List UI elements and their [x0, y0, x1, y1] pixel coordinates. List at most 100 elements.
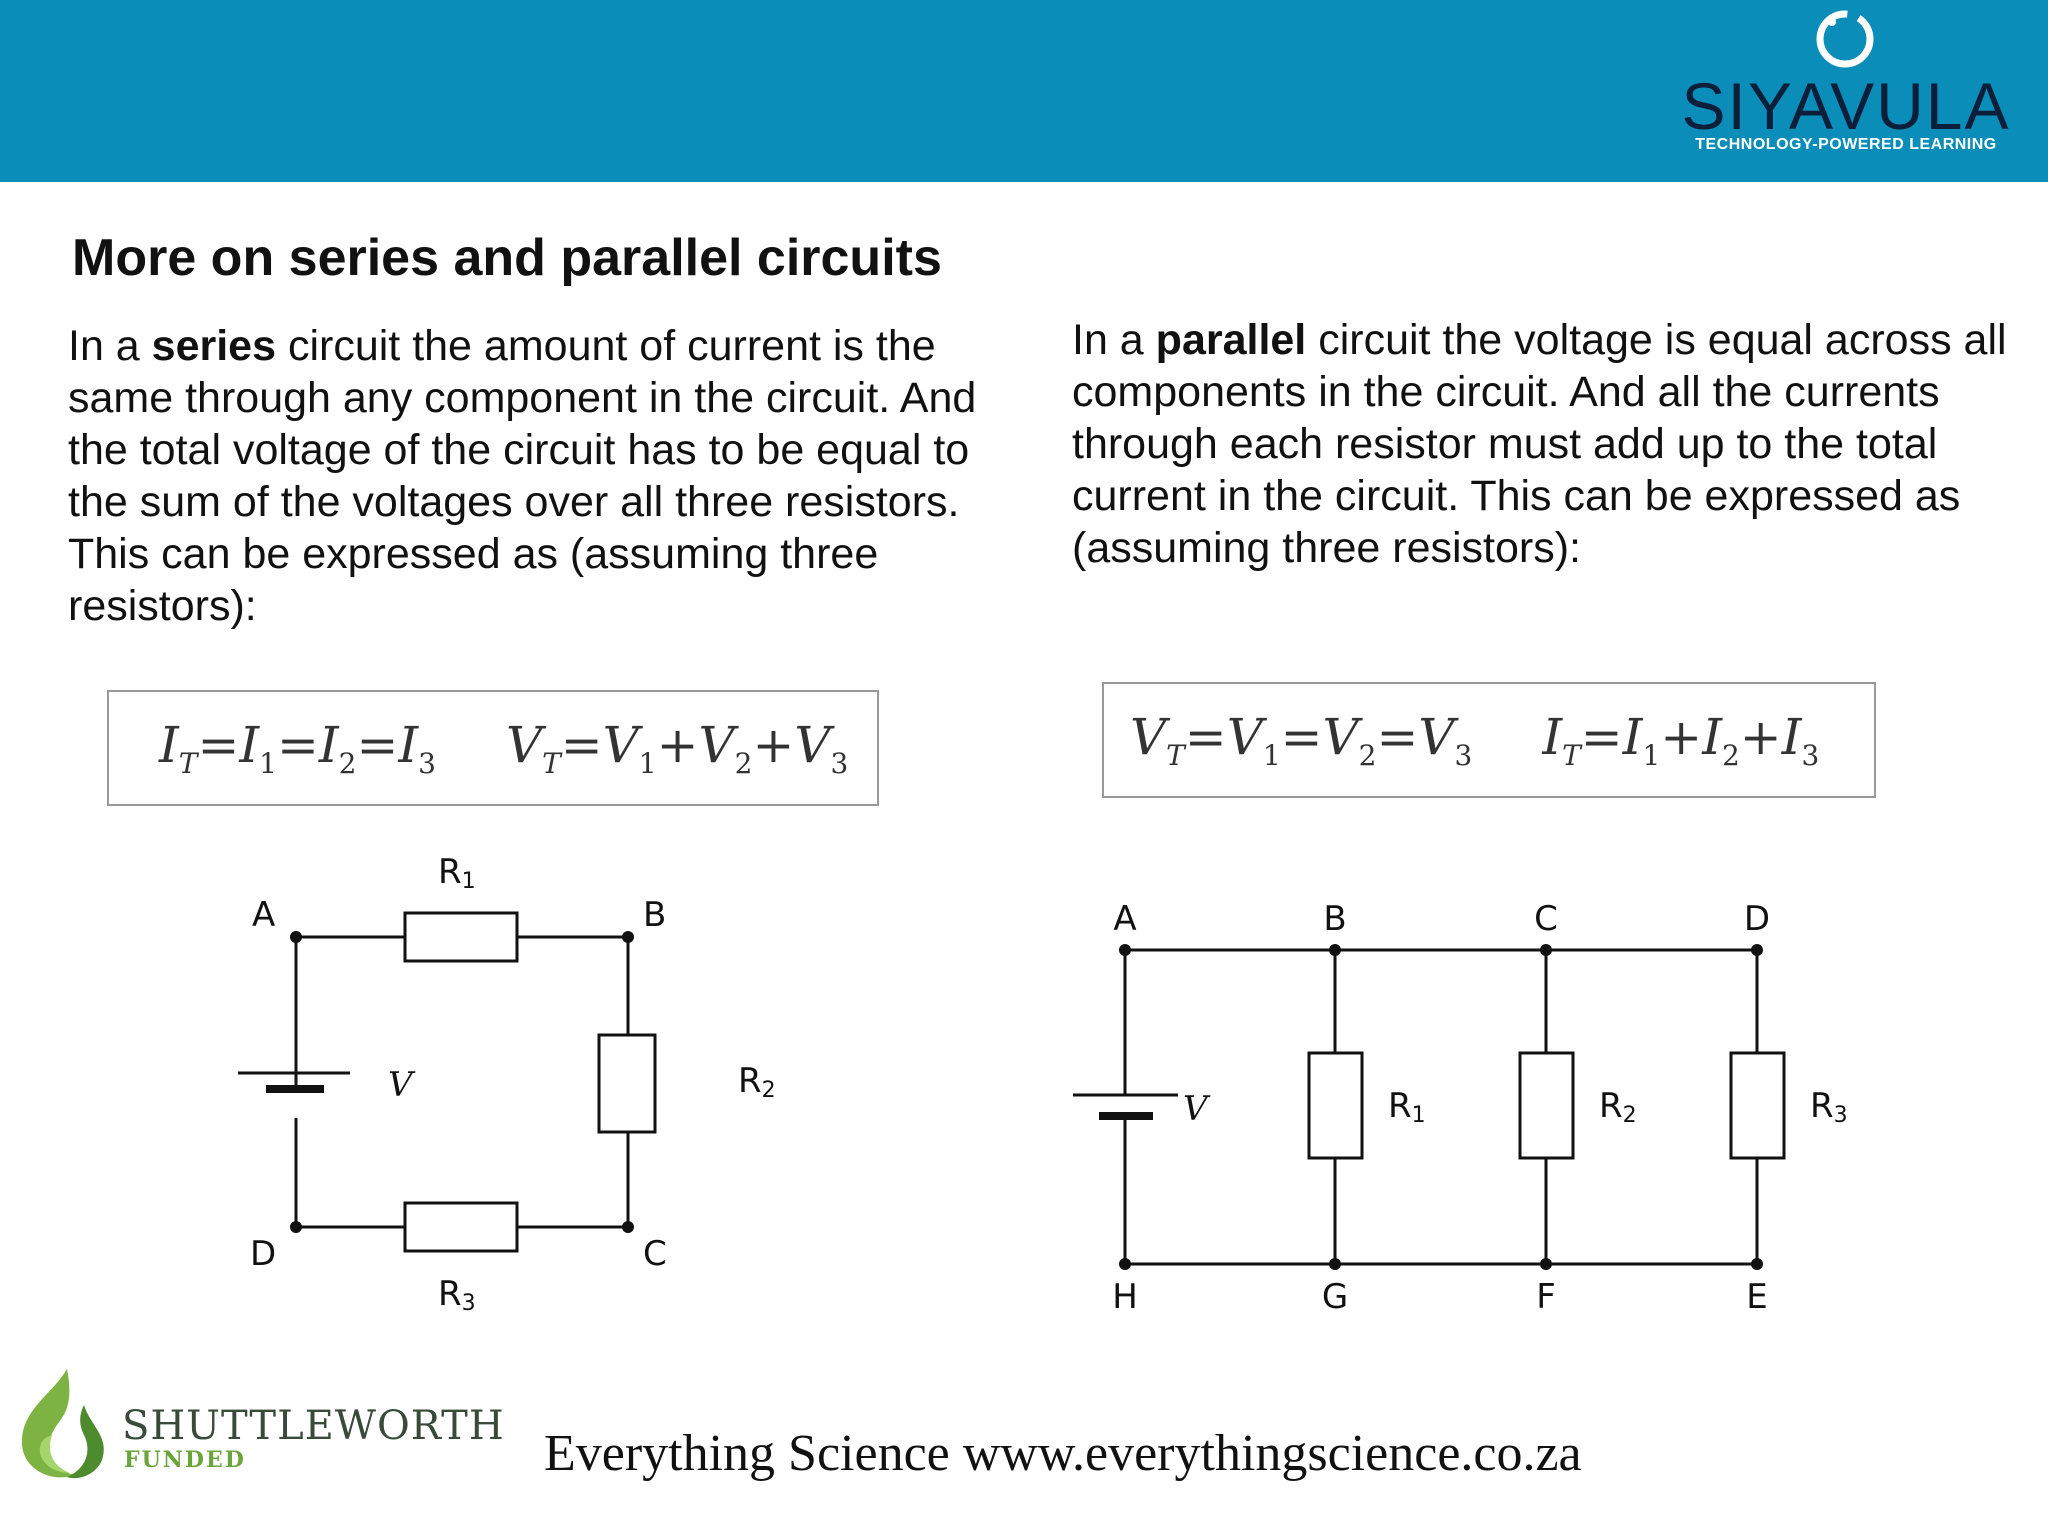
equation-symbol: I — [1702, 708, 1722, 766]
series-label-r3: R3 — [438, 1274, 476, 1316]
parallel-node-e — [1751, 1258, 1763, 1270]
shuttleworth-logo: SHUTTLEWORTH FUNDED — [12, 1365, 504, 1485]
equation-symbol: I — [159, 716, 179, 774]
equation-operator: = — [1184, 708, 1227, 766]
shuttleworth-funded-label: FUNDED — [124, 1447, 246, 1473]
series-resistor-r2 — [597, 1033, 657, 1134]
parallel-paragraph: In a parallel circuit the voltage is equ… — [1072, 314, 2032, 574]
equation-subscript: 2 — [1358, 739, 1377, 772]
series-resistor-r3 — [403, 1201, 519, 1253]
parallel-label-v: V — [1183, 1089, 1211, 1129]
equation-symbol: I — [1781, 708, 1802, 766]
equation-operator: = — [560, 716, 603, 774]
equation-symbol: V — [794, 716, 831, 774]
equation-symbol: I — [239, 716, 260, 774]
series-equation-voltage: VT=V1+V2+V3 — [506, 716, 848, 780]
series-label-r1: R1 — [438, 852, 476, 894]
parallel-keyword: parallel — [1155, 316, 1307, 364]
series-keyword: series — [151, 322, 277, 370]
equation-operator: = — [197, 716, 240, 774]
parallel-label-r1: R1 — [1388, 1086, 1426, 1128]
equation-symbol: V — [1226, 708, 1263, 766]
equation-subscript: 1 — [1262, 739, 1281, 772]
equation-subscript: T — [1562, 739, 1581, 772]
parallel-equation-current: IT=I1+I2+I3 — [1542, 708, 1819, 772]
footer-site-text: Everything Science www.everythingscience… — [544, 1425, 1582, 1482]
series-resistor-r1 — [403, 911, 519, 963]
equation-operator: + — [1660, 708, 1703, 766]
equation-symbol: V — [505, 716, 543, 774]
series-label-c: C — [643, 1234, 667, 1274]
parallel-label-c: C — [1534, 899, 1558, 939]
equation-subscript: T — [542, 747, 561, 780]
parallel-equation-box: VT=V1=V2=V3 IT=I1+I2+I3 — [1102, 682, 1876, 798]
parallel-label-a: A — [1113, 899, 1136, 939]
parallel-node-f — [1540, 1258, 1552, 1270]
parallel-resistor-r1 — [1307, 1051, 1364, 1160]
series-label-b: B — [643, 895, 666, 935]
siyavula-ring-icon — [1816, 10, 1874, 68]
series-label-a: A — [252, 895, 275, 935]
equation-operator: = — [1580, 708, 1623, 766]
equation-operator: + — [1739, 708, 1782, 766]
equation-symbol: V — [698, 716, 735, 774]
header-banner: SIYAVULA TECHNOLOGY-POWERED LEARNING — [0, 0, 2048, 182]
equation-subscript: 2 — [734, 747, 753, 780]
parallel-label-f: F — [1536, 1277, 1556, 1317]
logo-tagline: TECHNOLOGY-POWERED LEARNING — [1695, 136, 1997, 153]
equation-symbol: I — [318, 716, 339, 774]
series-node-c — [622, 1221, 634, 1233]
equation-operator: + — [656, 716, 699, 774]
equation-symbol: V — [602, 716, 639, 774]
parallel-label-e: E — [1746, 1277, 1767, 1317]
parallel-node-c — [1540, 944, 1552, 956]
parallel-label-r3: R3 — [1810, 1086, 1848, 1128]
equation-subscript: T — [1166, 739, 1185, 772]
series-text-after: circuit the amount of current is the sam… — [68, 322, 977, 630]
parallel-node-d — [1751, 944, 1763, 956]
logo-name: SIYAVULA — [1681, 69, 2011, 143]
parallel-node-g — [1329, 1258, 1341, 1270]
parallel-resistor-r2 — [1518, 1051, 1575, 1160]
equation-subscript: T — [178, 747, 198, 780]
parallel-label-r2: R2 — [1599, 1086, 1637, 1128]
parallel-node-a — [1119, 944, 1131, 956]
equation-symbol: I — [1622, 708, 1643, 766]
equation-operator: = — [1376, 708, 1419, 766]
equation-subscript: 1 — [259, 747, 277, 780]
series-label-v: V — [388, 1065, 416, 1105]
parallel-label-d: D — [1744, 899, 1770, 939]
parallel-resistor-r3 — [1729, 1051, 1786, 1160]
series-node-b — [622, 931, 634, 943]
parallel-text-after: circuit the voltage is equal across all … — [1072, 316, 2007, 572]
equation-operator: = — [1280, 708, 1323, 766]
parallel-label-h: H — [1112, 1277, 1138, 1317]
series-label-r2: R2 — [738, 1061, 776, 1103]
parallel-node-h — [1119, 1258, 1131, 1270]
equation-symbol: I — [1542, 708, 1563, 766]
equation-subscript: 1 — [638, 747, 657, 780]
equation-subscript: 1 — [1642, 739, 1661, 772]
series-node-d — [290, 1221, 302, 1233]
page-title: More on series and parallel circuits — [72, 229, 942, 287]
equation-symbol: V — [1322, 708, 1359, 766]
equation-subscript: 3 — [1801, 739, 1820, 772]
parallel-equation-voltage: VT=V1=V2=V3 — [1130, 708, 1472, 772]
series-node-a — [290, 931, 302, 943]
series-equation-box: IT=I1=I2=I3 VT=V1+V2+V3 — [107, 690, 879, 806]
equation-subscript: 3 — [1454, 739, 1473, 772]
equation-symbol: V — [1418, 708, 1455, 766]
parallel-label-b: B — [1323, 899, 1346, 939]
parallel-text-before: In a — [1072, 316, 1156, 364]
equation-subscript: 2 — [338, 747, 357, 780]
shuttleworth-flame-icon — [21, 1369, 104, 1479]
equation-operator: + — [752, 716, 795, 774]
equation-symbol: V — [1130, 708, 1167, 766]
parallel-node-b — [1329, 944, 1341, 956]
series-label-d: D — [250, 1234, 276, 1274]
equation-subscript: 2 — [1721, 739, 1740, 772]
equation-operator: = — [356, 716, 399, 774]
equation-subscript: 3 — [830, 747, 849, 780]
shuttleworth-name: SHUTTLEWORTH — [122, 1403, 505, 1449]
series-text-before: In a — [68, 322, 152, 370]
